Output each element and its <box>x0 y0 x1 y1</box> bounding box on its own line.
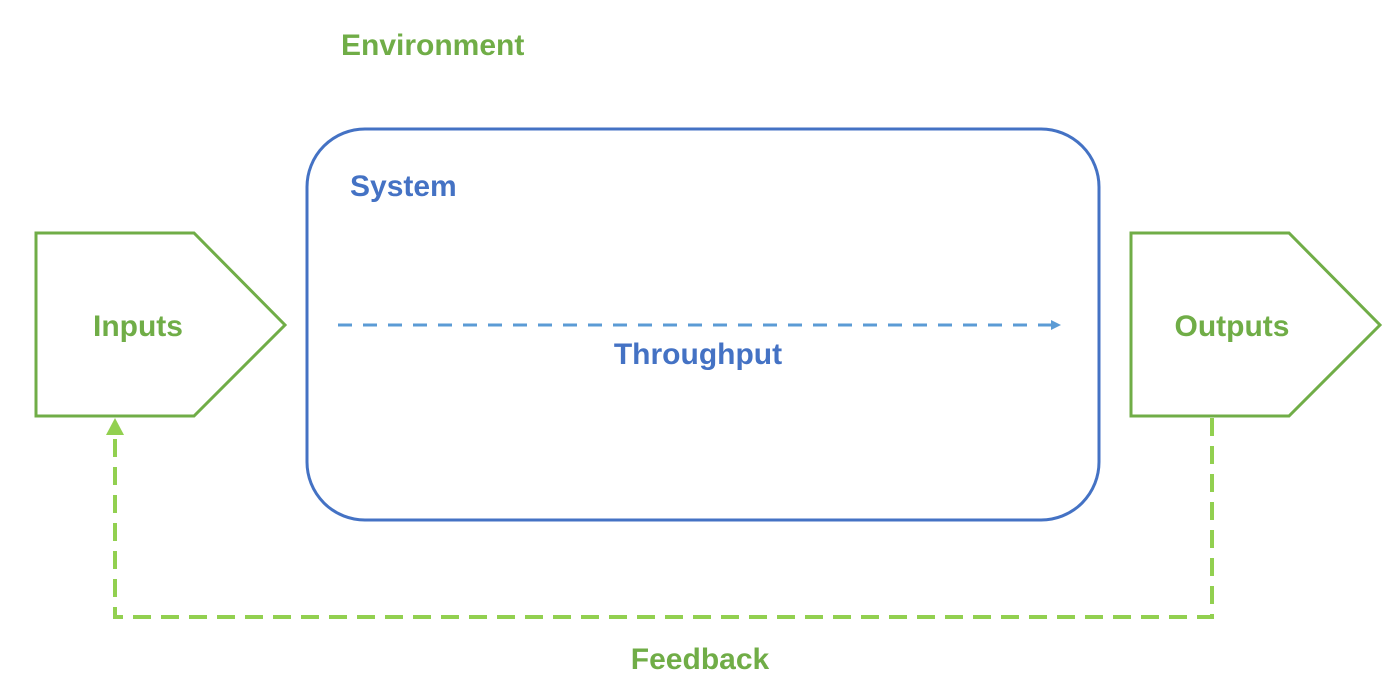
system-box <box>305 127 1101 522</box>
feedback-label: Feedback <box>631 643 770 676</box>
feedback-arrowhead <box>106 418 124 435</box>
inputs-shape <box>34 231 288 418</box>
feedback-loop-line <box>113 418 1214 619</box>
inputs-label: Inputs <box>93 310 183 343</box>
outputs-shape <box>1129 231 1383 418</box>
throughput-label: Throughput <box>614 338 782 371</box>
system-label: System <box>350 170 457 203</box>
outputs-label: Outputs <box>1175 310 1290 343</box>
environment-label: Environment <box>341 29 524 62</box>
